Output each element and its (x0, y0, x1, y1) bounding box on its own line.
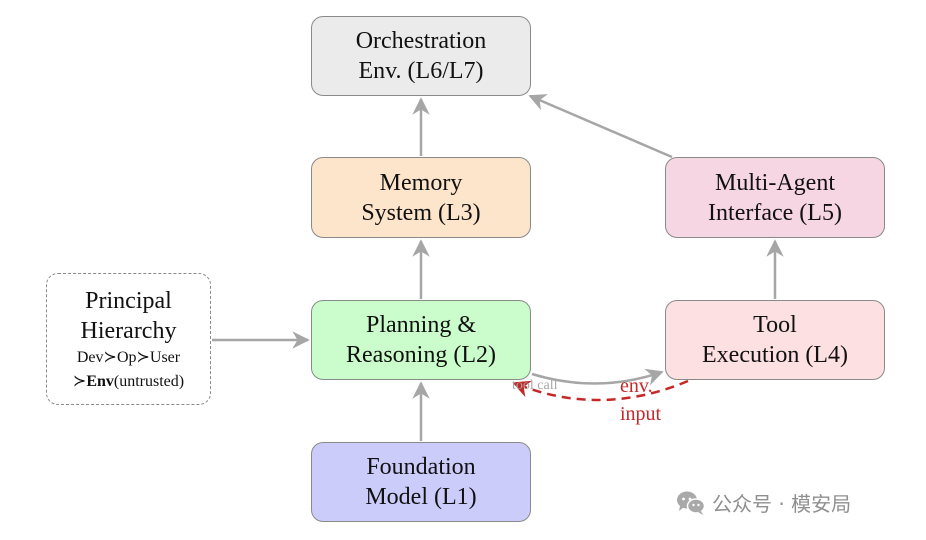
principal-hierarchy-node: Principal Hierarchy Dev≻Op≻User ≻Env(unt… (46, 273, 211, 405)
orchestration-env-node: Orchestration Env. (L6/L7) (311, 16, 531, 96)
planning-reasoning-node: Planning & Reasoning (L2) (311, 300, 531, 380)
planning-line2: Reasoning (L2) (346, 342, 496, 368)
tool-line1: Tool (753, 312, 797, 338)
memory-system-node: Memory System (L3) (311, 157, 531, 238)
edge-multiagent-orchestration (528, 94, 673, 159)
orchestration-line1: Orchestration (355, 28, 487, 54)
multi-agent-interface-node: Multi-Agent Interface (L5) (665, 157, 885, 238)
memory-line2: System (L3) (361, 199, 481, 226)
env-input-label: env. input (620, 372, 661, 428)
multiagent-line2: Interface (L5) (708, 199, 842, 226)
watermark-text: 公众号 · 模安局 (712, 492, 852, 516)
watermark: 公众号 · 模安局 (676, 488, 851, 517)
principal-prefix: ≻ (72, 373, 87, 390)
env-input-line1: env. (620, 375, 653, 397)
orchestration-line2: Env. (L6/L7) (358, 58, 484, 84)
principal-line1: Principal (85, 288, 172, 314)
env-input-line2: input (620, 403, 662, 425)
edge-tool-call (531, 368, 664, 386)
wechat-icon (677, 491, 706, 515)
principal-env-line: ≻Env(untrusted) (73, 370, 184, 394)
principal-line2: Hierarchy (80, 318, 177, 344)
planning-line1: Planning & (365, 312, 476, 338)
foundation-line2: Model (L1) (365, 484, 477, 510)
memory-line1: Memory (379, 169, 463, 196)
tool-execution-node: Tool Execution (L4) (665, 300, 885, 380)
tool-line2: Execution (L4) (702, 342, 848, 368)
edge-env-input (512, 379, 689, 402)
principal-env: Env (86, 373, 114, 390)
multiagent-line1: Multi-Agent (715, 169, 835, 196)
tool-call-label: tool call (512, 378, 558, 393)
principal-suffix: (untrusted) (113, 373, 185, 390)
foundation-model-node: Foundation Model (L1) (311, 442, 531, 522)
principal-order: Dev≻Op≻User (76, 349, 181, 366)
foundation-line1: Foundation (366, 454, 476, 480)
